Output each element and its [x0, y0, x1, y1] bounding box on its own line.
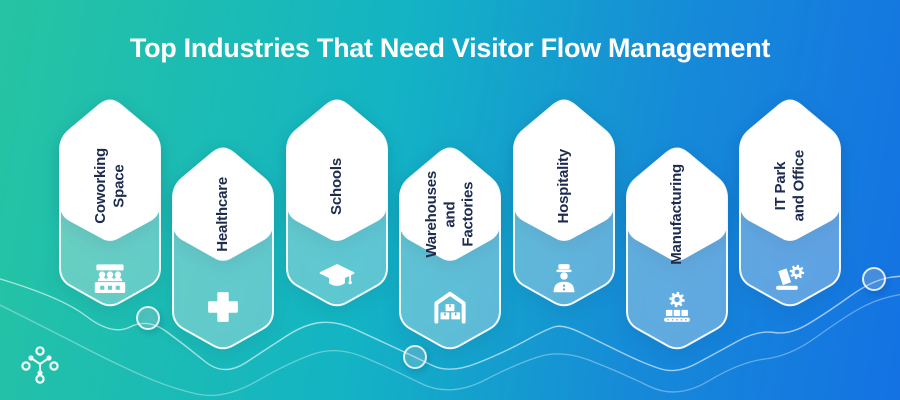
card-label-line: Manufacturing	[667, 163, 685, 265]
card-shape	[739, 99, 841, 307]
card-label-line: and Office	[790, 150, 807, 222]
card-shape	[59, 99, 161, 307]
card-shape	[399, 147, 501, 350]
card-label: Hospitality	[520, 132, 608, 240]
card-label-line: IT Park	[771, 161, 789, 211]
card-label-line: Hospitality	[554, 148, 572, 224]
coworking-icon	[94, 264, 126, 294]
graduation-cap-icon	[319, 264, 355, 286]
card-shape	[626, 147, 728, 350]
flow-node	[862, 267, 886, 291]
vizitor-logo-icon	[21, 346, 59, 384]
card-label-line: Schools	[327, 157, 345, 215]
page-title: Top Industries That Need Visitor Flow Ma…	[129, 33, 771, 63]
gear-conveyor-icon	[664, 291, 690, 322]
card-label-line: Healthcare	[213, 176, 231, 252]
healthcare-cross-icon	[208, 292, 238, 322]
bellhop-icon	[553, 264, 575, 293]
card-label: Schools	[293, 132, 381, 240]
card-label-line: Coworking	[91, 148, 109, 224]
laptop-gear-icon	[776, 264, 805, 290]
card-shape	[513, 99, 615, 307]
card-label-line: and	[440, 200, 458, 228]
card-shape	[172, 147, 274, 350]
card-label: Healthcare	[179, 168, 267, 260]
card-label-line: Warehouses	[422, 170, 440, 258]
warehouse-icon	[434, 291, 466, 324]
card-label: Manufacturing	[633, 164, 721, 265]
card-label-line: Space	[110, 164, 127, 208]
card-label-line: Factories	[459, 181, 477, 247]
card-shape	[286, 99, 388, 307]
